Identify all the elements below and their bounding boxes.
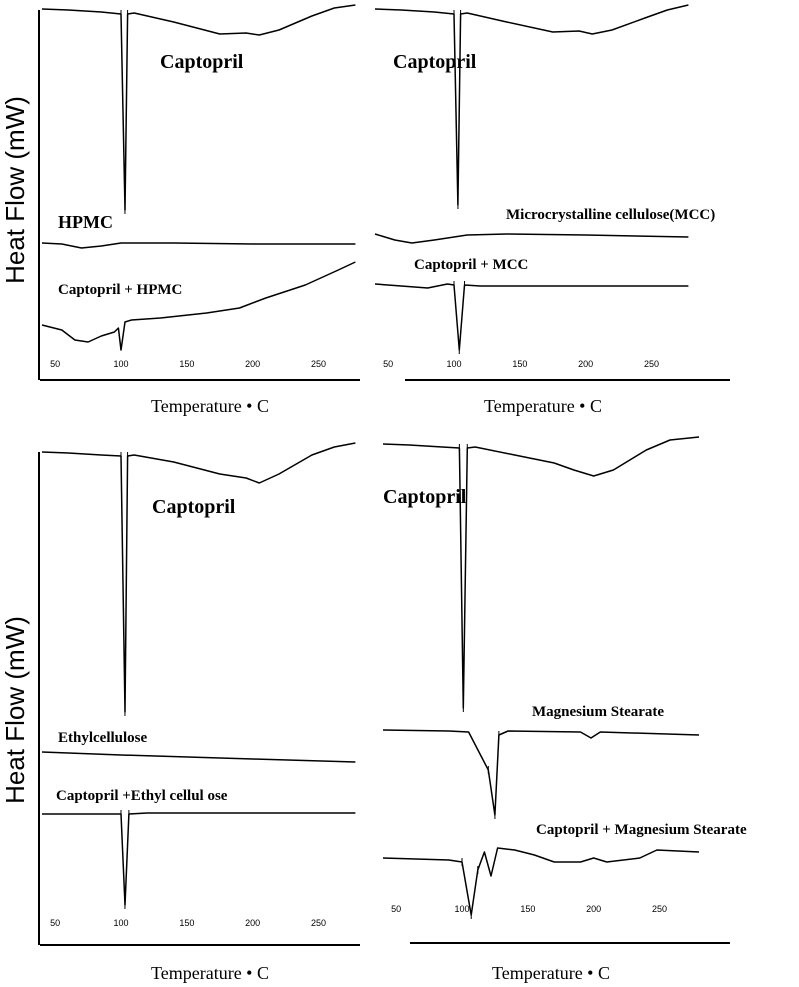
panel-bottom-right: 50 100 150 200 250 xyxy=(382,436,730,944)
label-br-mix: Captopril + Magnesium Stearate xyxy=(536,822,747,838)
series-curve-captopril xyxy=(41,442,356,713)
series-curve-captopril xyxy=(374,4,689,206)
series-curve-ethylcellulose xyxy=(41,751,356,763)
series-curve-magnesium-stearate xyxy=(382,729,700,816)
series-curve-captopril-mcc xyxy=(374,283,689,351)
label-bl-captopril: Captopril xyxy=(152,496,236,518)
label-br-ms: Magnesium Stearate xyxy=(532,704,664,720)
x-tick-label: 200 xyxy=(586,904,601,914)
x-tick-label: 100 xyxy=(454,904,469,914)
x-tick-label: 150 xyxy=(179,918,194,928)
label-tr-captopril: Captopril xyxy=(393,51,477,73)
x-tick-label: 50 xyxy=(50,359,60,369)
x-tick-label: 250 xyxy=(311,359,326,369)
label-tl-hpmc: HPMC xyxy=(58,212,113,232)
panel-top-right: 50 100 150 200 250 xyxy=(374,4,730,381)
label-tr-mix: Captopril + MCC xyxy=(414,257,528,273)
label-tl-captopril: Captopril xyxy=(160,51,244,73)
x-tick-label: 250 xyxy=(652,904,667,914)
series-curve-captopril xyxy=(41,4,356,211)
x-axis-label-br: Temperature • C xyxy=(492,963,610,983)
x-axis-label-tr: Temperature • C xyxy=(484,396,602,416)
label-tl-mix: Captopril + HPMC xyxy=(58,282,182,298)
x-tick-label: 250 xyxy=(644,359,659,369)
x-tick-label: 100 xyxy=(113,359,128,369)
x-tick-label: 200 xyxy=(578,359,593,369)
series-curve-hpmc xyxy=(41,242,356,249)
x-tick-label: 200 xyxy=(245,918,260,928)
panel-top-left: 50 100 150 200 250 xyxy=(40,4,360,381)
x-tick-label: 250 xyxy=(311,918,326,928)
series-curve-captopril-hpmc xyxy=(41,261,356,351)
x-tick-label: 150 xyxy=(520,904,535,914)
label-br-captopril: Captopril xyxy=(383,486,467,508)
x-tick-label: 100 xyxy=(113,918,128,928)
x-tick-label: 50 xyxy=(50,918,60,928)
label-bl-mix: Captopril +Ethyl cellul ose xyxy=(56,788,228,804)
x-tick-label: 50 xyxy=(383,359,393,369)
series-curve-captopril-magnesium-stearate xyxy=(382,847,700,916)
x-tick-label: 150 xyxy=(179,359,194,369)
x-tick-label: 100 xyxy=(446,359,461,369)
x-tick-label: 200 xyxy=(245,359,260,369)
label-tr-mcc: Microcrystalline cellulose(MCC) xyxy=(506,207,715,223)
y-axis-label-top: Heat Flow (mW) xyxy=(0,96,30,284)
series-curve-microcrystalline-cellulose-mcc xyxy=(374,233,689,244)
x-tick-label: 50 xyxy=(391,904,401,914)
series-curve-captopril xyxy=(382,436,700,709)
series-curve-captopril-ethyl-cellulose xyxy=(42,812,356,906)
panel-bottom-left: 50 100 150 200 250 xyxy=(40,442,360,946)
x-axis-label-bl: Temperature • C xyxy=(151,963,269,983)
y-axis-label-bottom: Heat Flow (mW) xyxy=(0,616,30,804)
label-bl-ec: Ethylcellulose xyxy=(58,730,148,746)
x-axis-label-tl: Temperature • C xyxy=(151,396,269,416)
x-tick-label: 150 xyxy=(512,359,527,369)
